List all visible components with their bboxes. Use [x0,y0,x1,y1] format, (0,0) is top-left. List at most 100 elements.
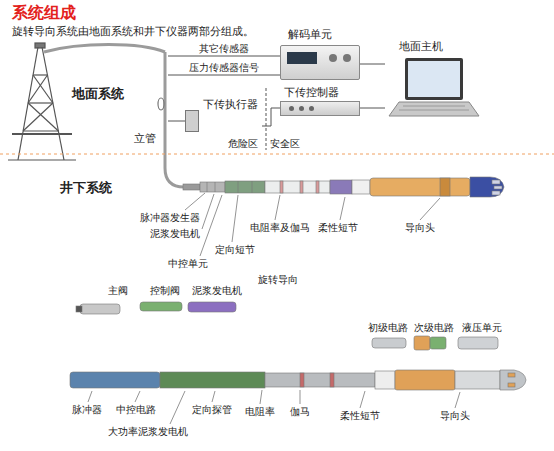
exploded-part [80,304,120,314]
part-label: 柔性短节 [340,410,380,422]
leader-line [170,391,185,424]
rss-tool [370,178,470,196]
signal-line [360,64,385,65]
rss-tool-exploded [160,372,265,388]
part-label: 电阻率 [245,406,275,418]
derrick [8,43,76,160]
standpipe-pipe [158,98,164,110]
part-label: 液压单元 [462,322,502,334]
part-label: 大功率泥浆发电机 [108,426,188,438]
part-label: 泥浆发电机 [150,228,200,240]
part-label: 中控单元 [168,258,208,270]
leader-line [212,391,215,402]
downlink-controller: 下传控制器 [280,86,360,118]
rss-tool [280,181,283,193]
signal-line [262,108,280,126]
rss-tool-exploded [375,371,395,389]
derrick [28,75,47,103]
leader-line [340,197,345,220]
derrick [8,159,76,160]
derrick [28,103,58,131]
rss-tool [316,181,319,193]
downlink-actuator: 下传执行器 [185,98,262,134]
leader-line [300,390,301,404]
rss-tool-exploded [508,373,515,377]
part-label: 柔性短节 [318,222,358,234]
derrick [12,133,72,135]
rss-tool [225,181,265,193]
part-label: 伽马 [290,406,310,418]
rss-tool [200,182,225,192]
exploded-part [140,302,182,311]
host-laptop: 地面主机 [385,40,480,120]
rss-tool [265,181,330,193]
exploded-part [76,302,498,350]
derrick [35,43,45,48]
rss-tool [183,177,504,197]
leader-line [360,391,365,408]
actuator-device [185,110,199,132]
part-label: 中控电路 [116,404,156,416]
rss-tool [494,186,502,189]
leader-line [88,391,92,402]
node-label: 立管 [134,132,156,145]
zone-label: 危险区 [228,138,258,150]
rss-tool-exploded [265,373,375,387]
part-label: 电阻率及伽马 [250,222,310,234]
figure-caption: 旋转导向 [258,274,298,286]
section-heading: 地面系统 [72,86,124,102]
leader-line [232,195,238,242]
decoder-knob [343,54,351,62]
rss-tool [183,184,200,190]
rss-tool [440,178,450,196]
derrick [28,102,53,103]
laptop-screen [405,58,463,100]
part-label: 导向头 [440,410,470,422]
page-title: 系统组成 [12,3,76,22]
node-label: 解码单元 [288,28,332,41]
signal-line [168,56,280,57]
rss-tool [352,180,370,194]
laptop-base [389,102,479,116]
rss-tool [238,181,239,193]
rss-tool [300,181,303,193]
part-label: 泥浆发电机 [192,285,242,297]
standpipe-pipe [165,52,184,187]
rss-tool-exploded [330,373,334,387]
leader-line [185,193,205,210]
signal-line [168,121,185,122]
rss-tool [492,191,500,195]
part-label: 次级电路 [414,322,454,334]
leader-line [135,391,140,402]
leader-line [420,198,440,220]
zone-divider [266,88,267,150]
rss-tool [470,177,504,197]
rss-tool-exploded [300,373,304,387]
rss-tool-exploded [500,370,526,390]
signal-line [168,75,280,76]
rss-tool-exploded [70,370,526,390]
part-label: 脉冲器 [72,404,102,416]
leader-line [260,390,262,404]
edge-label: 其它传感器 [198,43,250,55]
decoder-unit: 解码单元 [280,28,360,80]
controller-device [280,101,360,116]
node-label: 下传控制器 [284,86,339,99]
exploded-part [414,336,430,350]
decoder-knob [329,54,337,62]
leader-line [88,390,460,424]
derrick [23,103,53,131]
rss-tool [215,182,216,192]
laptop-screen [408,61,460,97]
exploded-part [76,306,82,312]
exploded-part [372,338,406,348]
section-heading: 井下系统 [60,180,112,196]
part-label: 主阀 [108,285,128,297]
derrick [33,75,53,103]
part-label: 控制阀 [150,285,180,297]
rss-tool-exploded [70,372,160,388]
rss-tool-exploded [395,370,455,390]
exploded-part [430,337,446,349]
laptop-keys [399,106,469,110]
